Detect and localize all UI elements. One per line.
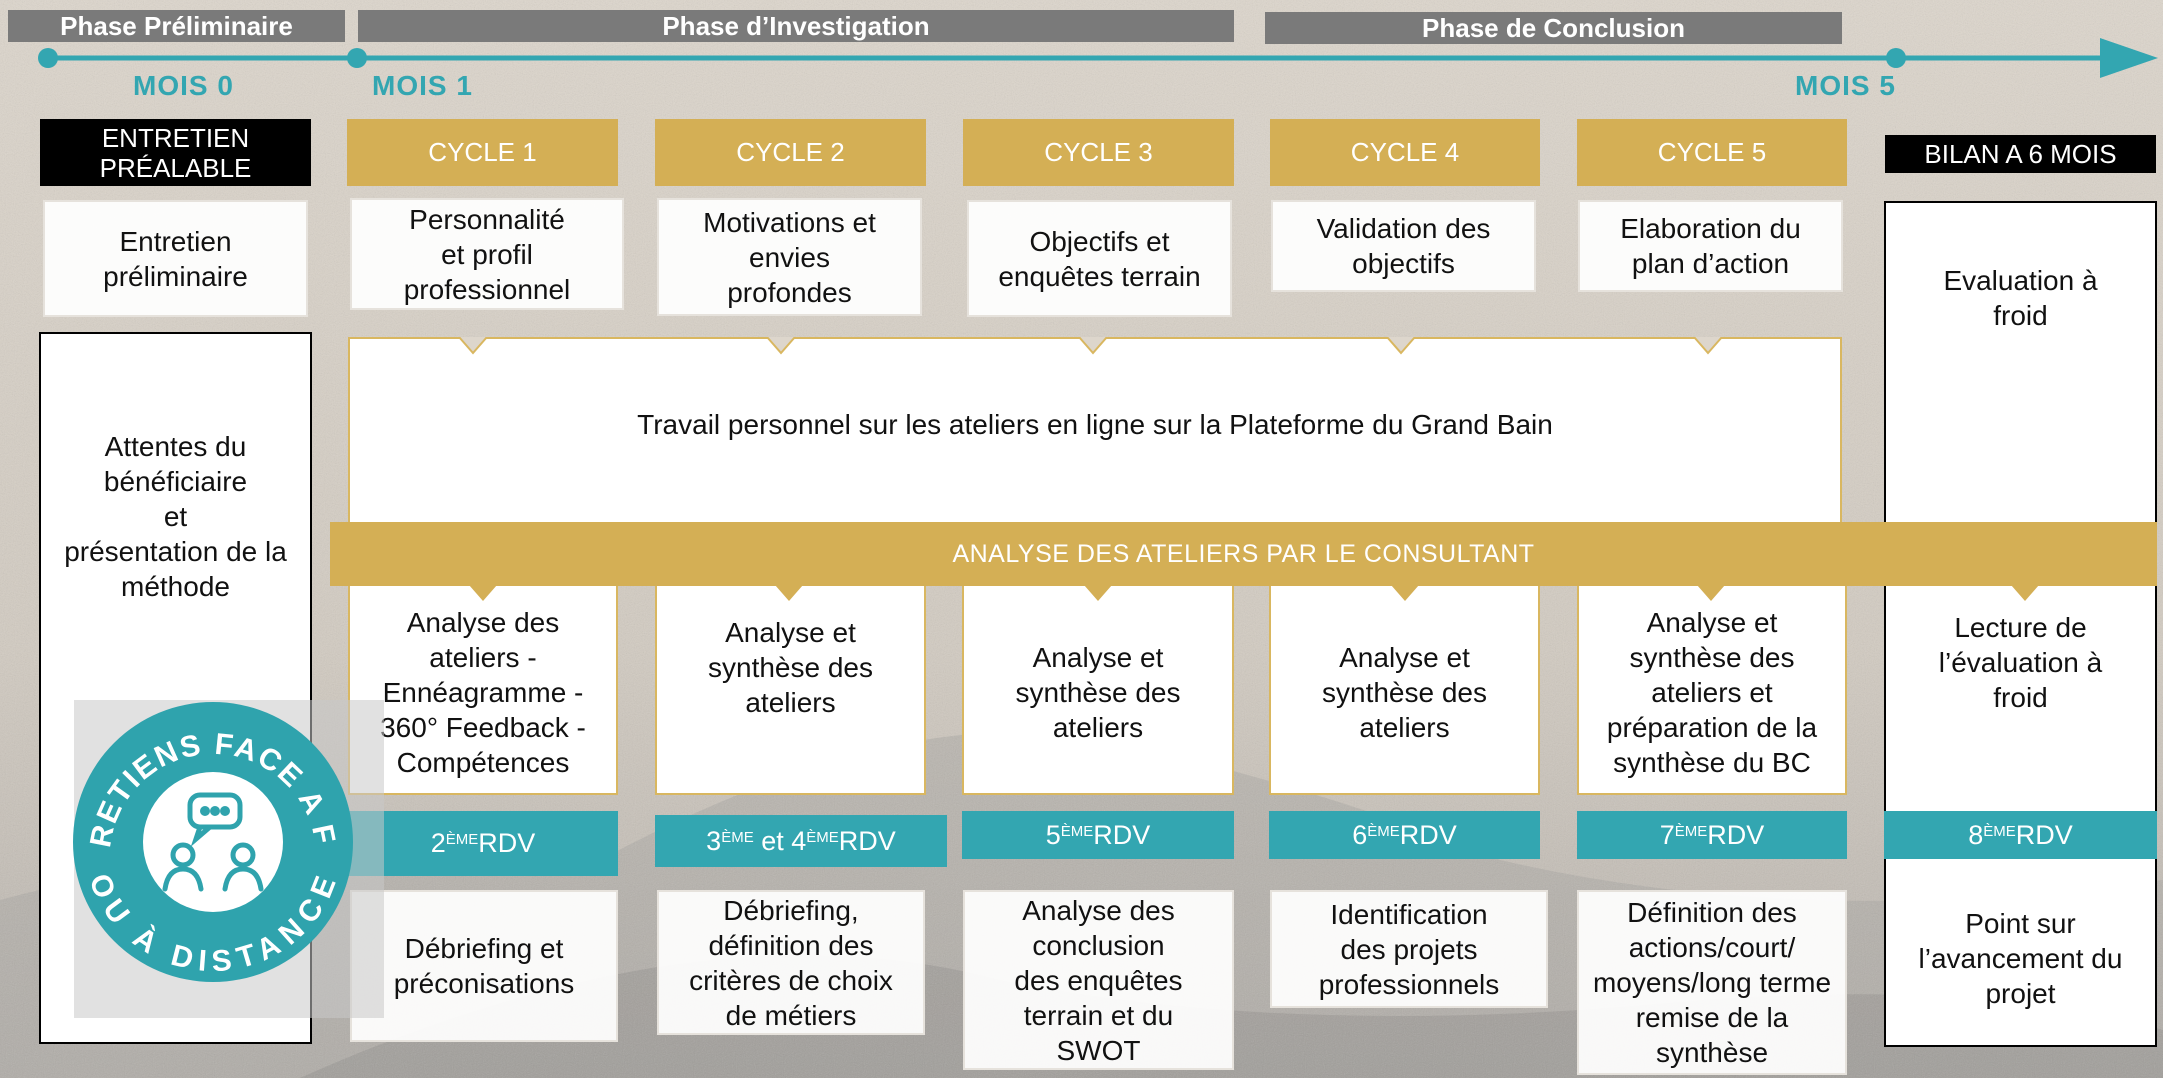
badge-face-a-face: ENTRETIENS FACE A FACE OU À DISTANCE — [68, 697, 353, 982]
result-bilan: Point sur l’avancement du projet — [1918, 908, 2123, 1009]
topic-cycle-1: Personnalité et profil professionnel — [350, 198, 624, 310]
analysis-cycle-5: Analyse et synthèse des ateliers et prép… — [1577, 580, 1847, 795]
header-cycle-2: CYCLE 2 — [655, 119, 926, 186]
rdv-8-sup: ÈME — [1983, 822, 2016, 840]
people-chat-icon — [162, 792, 264, 892]
rdv-4-num: 4 — [791, 825, 807, 856]
timeline-dot-mois5 — [1886, 48, 1906, 68]
header-cycle-1: CYCLE 1 — [347, 119, 618, 186]
platform-notches — [458, 337, 1723, 355]
topic-cycle-2: Motivations et envies profondes — [657, 198, 922, 316]
rdv-2-sup: ÈME — [445, 831, 479, 848]
band-notches — [469, 585, 2039, 601]
rdv-3-joiner: et — [753, 825, 792, 856]
rdv-8-num: 8 — [1968, 819, 1984, 850]
rdv-7-suffix: RDV — [1707, 819, 1765, 850]
topic-cycle-3: Objectifs et enquêtes terrain — [967, 200, 1232, 317]
phase-investigation: Phase d’Investigation — [358, 10, 1234, 42]
left-column-text: Attentes du bénéficiaire et présentation… — [64, 431, 287, 602]
platform-box: Travail personnel sur les ateliers en li… — [348, 337, 1842, 532]
header-bilan-6-mois: BILAN A 6 MOIS — [1885, 135, 2156, 173]
result-cycle-1: Débriefing et préconisations — [350, 890, 618, 1042]
analysis-band: ANALYSE DES ATELIERS PAR LE CONSULTANT — [330, 522, 2157, 586]
analysis-cycle-2: Analyse et synthèse des ateliers — [655, 580, 926, 795]
rdv-4-sup: ÈME — [806, 828, 839, 846]
analysis-bilan: Lecture de l’évaluation à froid — [1938, 612, 2103, 713]
result-cycle-5: Définition des actions/court/ moyens/lon… — [1577, 890, 1847, 1075]
topic-cycle-5: Elaboration du plan d’action — [1578, 200, 1843, 292]
rdv-7-sup: ÈME — [1674, 822, 1708, 840]
rdv-7-num: 7 — [1659, 819, 1675, 850]
month-label-0: MOIS 0 — [133, 70, 234, 101]
rdv-6-sup: ÈME — [1367, 822, 1400, 840]
result-cycle-2: Débriefing, définition des critères de c… — [657, 890, 925, 1035]
rdv-3-4-suffix: RDV — [838, 825, 896, 856]
header-entretien-prealable: ENTRETIEN PRÉALABLE — [40, 119, 311, 186]
topic-entretien: Entretien préliminaire — [43, 200, 308, 317]
result-cycle-3: Analyse des conclusion des enquêtes terr… — [963, 890, 1234, 1070]
timeline-arrow — [38, 38, 2158, 78]
month-label-5: MOIS 5 — [1795, 70, 1896, 101]
rdv-6-num: 6 — [1352, 819, 1368, 850]
rdv-2-suffix: RDV — [478, 828, 536, 858]
header-cycle-4: CYCLE 4 — [1270, 119, 1540, 186]
rdv-5-num: 5 — [1045, 819, 1061, 850]
topic-cycle-4: Validation des objectifs — [1271, 200, 1536, 292]
bilan-topic-text: Evaluation à froid — [1943, 265, 2098, 331]
timeline-dot-mois0 — [38, 48, 58, 68]
rdv-3-num: 3 — [706, 825, 722, 856]
analysis-cycle-1: Analyse des ateliers - Ennéagramme - 360… — [348, 580, 618, 795]
platform-text: Travail personnel sur les ateliers en li… — [637, 409, 1553, 440]
rdv-8-suffix: RDV — [2015, 819, 2073, 850]
timeline-dot-mois1 — [347, 48, 367, 68]
rdv-5-suffix: RDV — [1093, 819, 1151, 850]
month-label-1: MOIS 1 — [372, 70, 473, 101]
header-cycle-3: CYCLE 3 — [963, 119, 1234, 186]
rdv-2-num: 2 — [430, 828, 446, 858]
rdv-5-sup: ÈME — [1060, 822, 1094, 840]
bilan-column-box: Evaluation à froid — [1884, 201, 2157, 1047]
analysis-cycle-3: Analyse et synthèse des ateliers — [962, 580, 1234, 795]
phase-conclusion: Phase de Conclusion — [1265, 12, 1842, 44]
analysis-cycle-4: Analyse et synthèse des ateliers — [1269, 580, 1540, 795]
result-cycle-4: Identification des projets professionnel… — [1270, 890, 1548, 1008]
phase-preliminaire: Phase Préliminaire — [8, 10, 345, 42]
rdv-3-sup: ÈME — [721, 828, 754, 846]
header-cycle-5: CYCLE 5 — [1577, 119, 1847, 186]
rdv-6-suffix: RDV — [1399, 819, 1457, 850]
